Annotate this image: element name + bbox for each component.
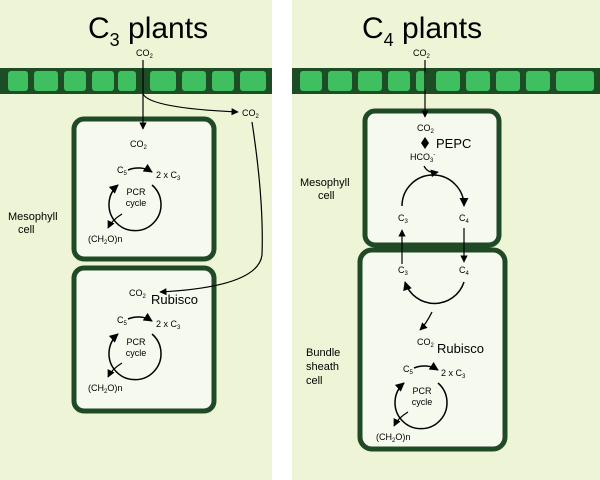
c4-bundle-c3x2: 2 x C3 <box>441 368 466 380</box>
c4-bundle-c4: C4 <box>459 265 470 277</box>
c4-pepc-reaction-marker <box>421 137 429 149</box>
c3-bundle-c3: 2 x C3 <box>156 319 181 331</box>
c3-co2-to-bundle-arrow <box>159 121 263 296</box>
c4-bundle-c5: C5 <box>403 364 414 376</box>
c3-bundle-co2: CO2 <box>129 288 147 300</box>
c3-co2-top: CO2 <box>136 48 154 60</box>
c3-bundle-product-arrow <box>107 362 123 378</box>
c4-co2-top: CO2 <box>413 48 431 60</box>
c4-bundle-product-arrow <box>393 411 409 427</box>
c3-bundle-product: (CH2O)n <box>88 383 122 395</box>
c3-title: C3 plants <box>88 12 208 50</box>
c4-meso-arc-arrow <box>401 174 469 207</box>
c4-meso-c4: C4 <box>459 213 470 225</box>
c4-meso-co2: CO2 <box>417 123 435 135</box>
c4-title: C4 plants <box>362 12 482 50</box>
c3-leaf-surface <box>0 68 272 94</box>
c4-bundle-sheath-cell <box>357 247 508 452</box>
c4-bundle-c3: C3 <box>398 265 409 277</box>
c4-mesophyll-cell <box>362 108 502 248</box>
c3-meso-cycle-top-arrow <box>127 163 153 173</box>
c4-decarboxylation-arrow <box>419 311 433 331</box>
c4-bundle-cycle-top-arrow <box>413 361 439 371</box>
c4-meso-c3: C3 <box>398 213 409 225</box>
c3-meso-c5: C5 <box>117 165 128 177</box>
c4-hco3-arrow <box>423 165 439 178</box>
c4-bundle-co2: CO2 <box>417 337 435 349</box>
c3-co2-right: CO2 <box>242 108 260 120</box>
c3-bundle-c5: C5 <box>117 315 128 327</box>
c4-meso-hco3: HCO3- <box>410 152 435 164</box>
c4-bundle-rubisco: Rubisco <box>437 341 484 356</box>
c3-bundle-cycle-arrow <box>108 333 162 381</box>
c3-meso-product-arrow <box>107 213 123 229</box>
c4-bundle-cycle-arrow <box>394 382 448 430</box>
c3-meso-c3: 2 x C3 <box>156 170 181 182</box>
c3-meso-product: (CH2O)n <box>88 234 122 246</box>
c3-meso-cycle-arrow <box>108 184 162 232</box>
c4-bundle-arc-arrow <box>403 281 465 305</box>
c4-meso-pepc: PEPC <box>436 136 471 151</box>
c3-bundle-cycle-top-arrow <box>127 312 153 322</box>
c4-bundle-product: (CH2O)n <box>376 432 410 444</box>
c4-leaf-surface <box>292 68 600 94</box>
c3-meso-co2: CO2 <box>130 139 148 151</box>
c3-co2-branch-arrow <box>142 93 239 116</box>
c3-bundle-rubisco: Rubisco <box>151 292 198 307</box>
